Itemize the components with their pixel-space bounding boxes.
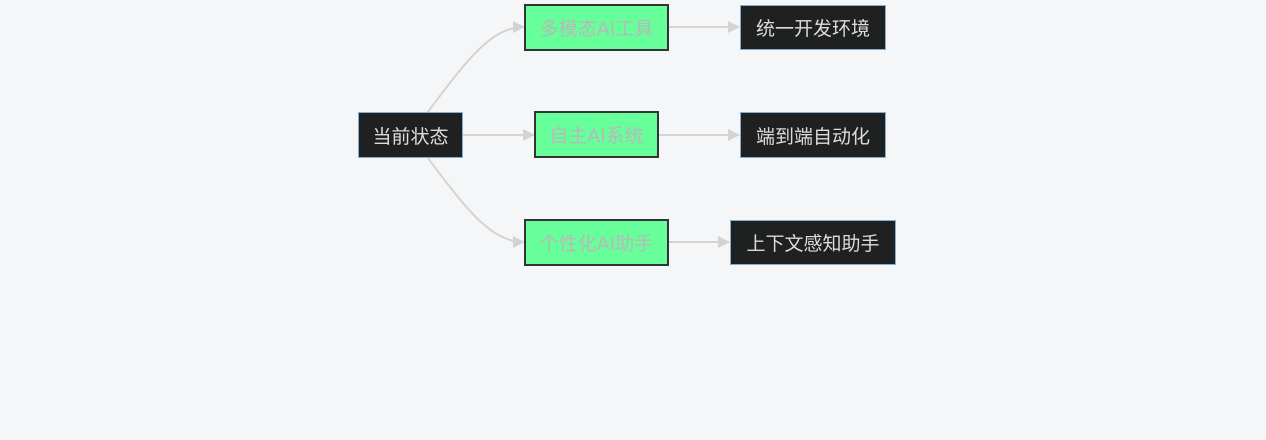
edge-current-to-multimodal [426,21,525,114]
node-end-to-end-label: 端到端自动化 [755,125,870,148]
node-personalized-assistant: 个性化AI助手 [524,219,669,266]
node-context-aware-label: 上下文感知助手 [746,233,880,255]
node-autonomous-systems: 自主AI系统 [534,111,659,158]
node-current-state: 当前状态 [358,112,463,158]
node-unified-env: 统一开发环境 [740,5,886,50]
node-autonomous-systems-label: 自主AI系统 [549,125,644,147]
edge-current-to-personalized [426,156,525,248]
node-multimodal-tools-label: 多模态AI工具 [539,18,654,40]
node-context-aware: 上下文感知助手 [730,220,896,265]
node-multimodal-tools: 多模态AI工具 [524,4,669,51]
node-unified-env-label: 统一开发环境 [755,18,870,40]
node-personalized-assistant-label: 个性化AI助手 [539,233,654,255]
node-current-state-label: 当前状态 [372,125,449,148]
node-end-to-end: 端到端自动化 [740,112,886,158]
